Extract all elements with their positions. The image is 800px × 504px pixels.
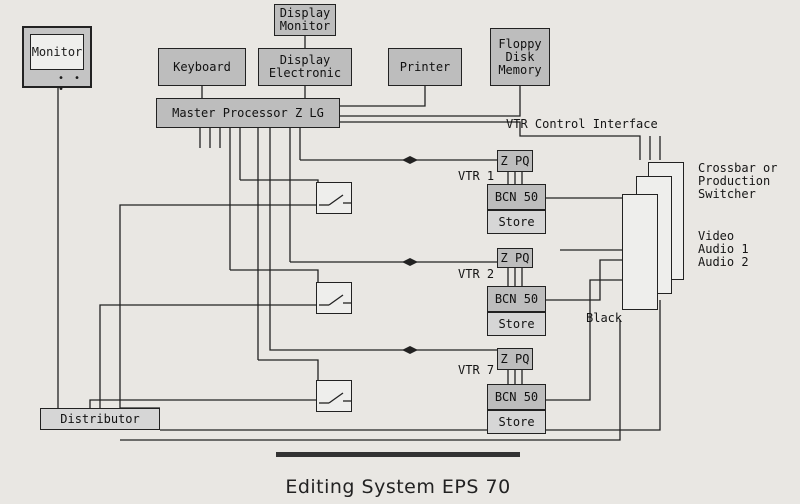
master-processor-block: Master Processor Z LG	[156, 98, 340, 128]
monitor-label: Monitor	[31, 45, 83, 59]
vtr7-store-label: Store	[498, 414, 535, 429]
diagram-caption: Editing System EPS 70	[285, 476, 511, 498]
display-electronic-block: Display Electronic	[258, 48, 352, 86]
vtr2-zpq-label: Z PQ	[500, 250, 530, 265]
monitor-knobs-icon: • • •	[58, 73, 83, 95]
black-label: Black	[586, 311, 623, 325]
vtr2-bcn-label: BCN 50	[494, 291, 539, 306]
distributor-label: Distributor	[60, 411, 140, 426]
vtr7-label: VTR 7	[458, 363, 495, 377]
caption-rule	[276, 452, 520, 457]
master-processor-label: Master Processor Z LG	[172, 105, 324, 120]
keyboard-block: Keyboard	[158, 48, 246, 86]
vtr2-zpq-block: Z PQ	[497, 248, 533, 268]
monitor-screen: Monitor	[30, 34, 84, 70]
vtr2-switch-icon	[316, 282, 352, 314]
vtr7-zpq-label: Z PQ	[500, 351, 530, 366]
printer-block: Printer	[388, 48, 462, 86]
display-monitor-block: Display Monitor	[274, 4, 336, 36]
vtr7-switch-icon	[316, 380, 352, 412]
display-monitor-label: Display Monitor	[279, 6, 331, 33]
vtr1-zpq-block: Z PQ	[497, 150, 533, 172]
printer-label: Printer	[399, 59, 451, 74]
vtr-control-interface-label: VTR Control Interface	[506, 117, 658, 131]
vtr1-store-block: Store	[487, 210, 546, 234]
switcher-panel-video	[622, 194, 658, 310]
vtr7-zpq-block: Z PQ	[497, 348, 533, 370]
vtr1-bcn-block: BCN 50	[487, 184, 546, 210]
vtr1-zpq-label: Z PQ	[500, 153, 530, 168]
vtr1-store-label: Store	[498, 214, 535, 229]
vtr2-bcn-block: BCN 50	[487, 286, 546, 312]
vtr1-bcn-label: BCN 50	[494, 189, 539, 204]
vtr7-bcn-label: BCN 50	[494, 389, 539, 404]
vtr2-store-label: Store	[498, 316, 535, 331]
vtr7-bcn-block: BCN 50	[487, 384, 546, 410]
keyboard-label: Keyboard	[173, 59, 231, 74]
monitor-block: Monitor • • •	[22, 26, 92, 95]
floppy-disk-label: Floppy Disk Memory	[498, 36, 542, 77]
distributor-block: Distributor	[40, 408, 160, 430]
switcher-label: Crossbar or Production Switcher	[698, 161, 778, 201]
vtr1-switch-icon	[316, 182, 352, 214]
vtr1-label: VTR 1	[458, 169, 495, 183]
vtr2-store-block: Store	[487, 312, 546, 336]
signals-label: Video Audio 1 Audio 2	[698, 229, 749, 269]
floppy-disk-block: Floppy Disk Memory	[490, 28, 550, 86]
display-electronic-label: Display Electronic	[268, 53, 342, 80]
vtr2-label: VTR 2	[458, 267, 495, 281]
vtr7-store-block: Store	[487, 410, 546, 434]
